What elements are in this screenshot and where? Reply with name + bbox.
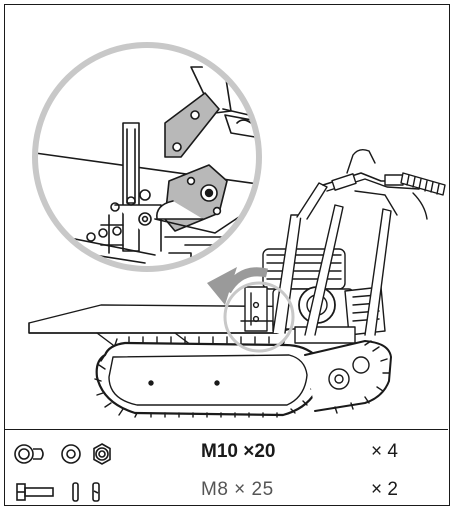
bolt-quantity-m8: × 2 (371, 479, 398, 500)
parts-row-m8: M8 × 25 × 2 (5, 473, 448, 511)
instruction-frame: M10 ×20 × 4 M8 × 25 × 2 (4, 4, 450, 506)
nut-icon (93, 443, 111, 465)
mount-bracket (240, 286, 274, 332)
hardware-icons-side (16, 482, 100, 502)
bolt-quantity-m10: × 4 (371, 441, 398, 462)
focus-ring (223, 281, 295, 353)
parts-row-m10: M10 ×20 × 4 (5, 435, 448, 473)
hardware-icons (14, 443, 111, 465)
direction-arrow (207, 267, 269, 305)
crawler-track (94, 336, 319, 418)
spring-washer-icon (92, 482, 100, 502)
bolt-spec-m10: M10 ×20 (201, 441, 276, 462)
rear-track (304, 340, 392, 414)
washer-icon (61, 444, 81, 464)
assembly-illustration (28, 42, 446, 418)
bolt-spec-m8: M8 × 25 (201, 479, 274, 500)
bolt-side-icon (16, 483, 54, 501)
divider-line (5, 429, 448, 430)
magnified-detail (32, 42, 262, 272)
right-grip (400, 172, 446, 196)
washer-side-icon (72, 482, 79, 502)
bolt-head-icon (14, 444, 44, 464)
handlebar-frame (272, 148, 446, 336)
